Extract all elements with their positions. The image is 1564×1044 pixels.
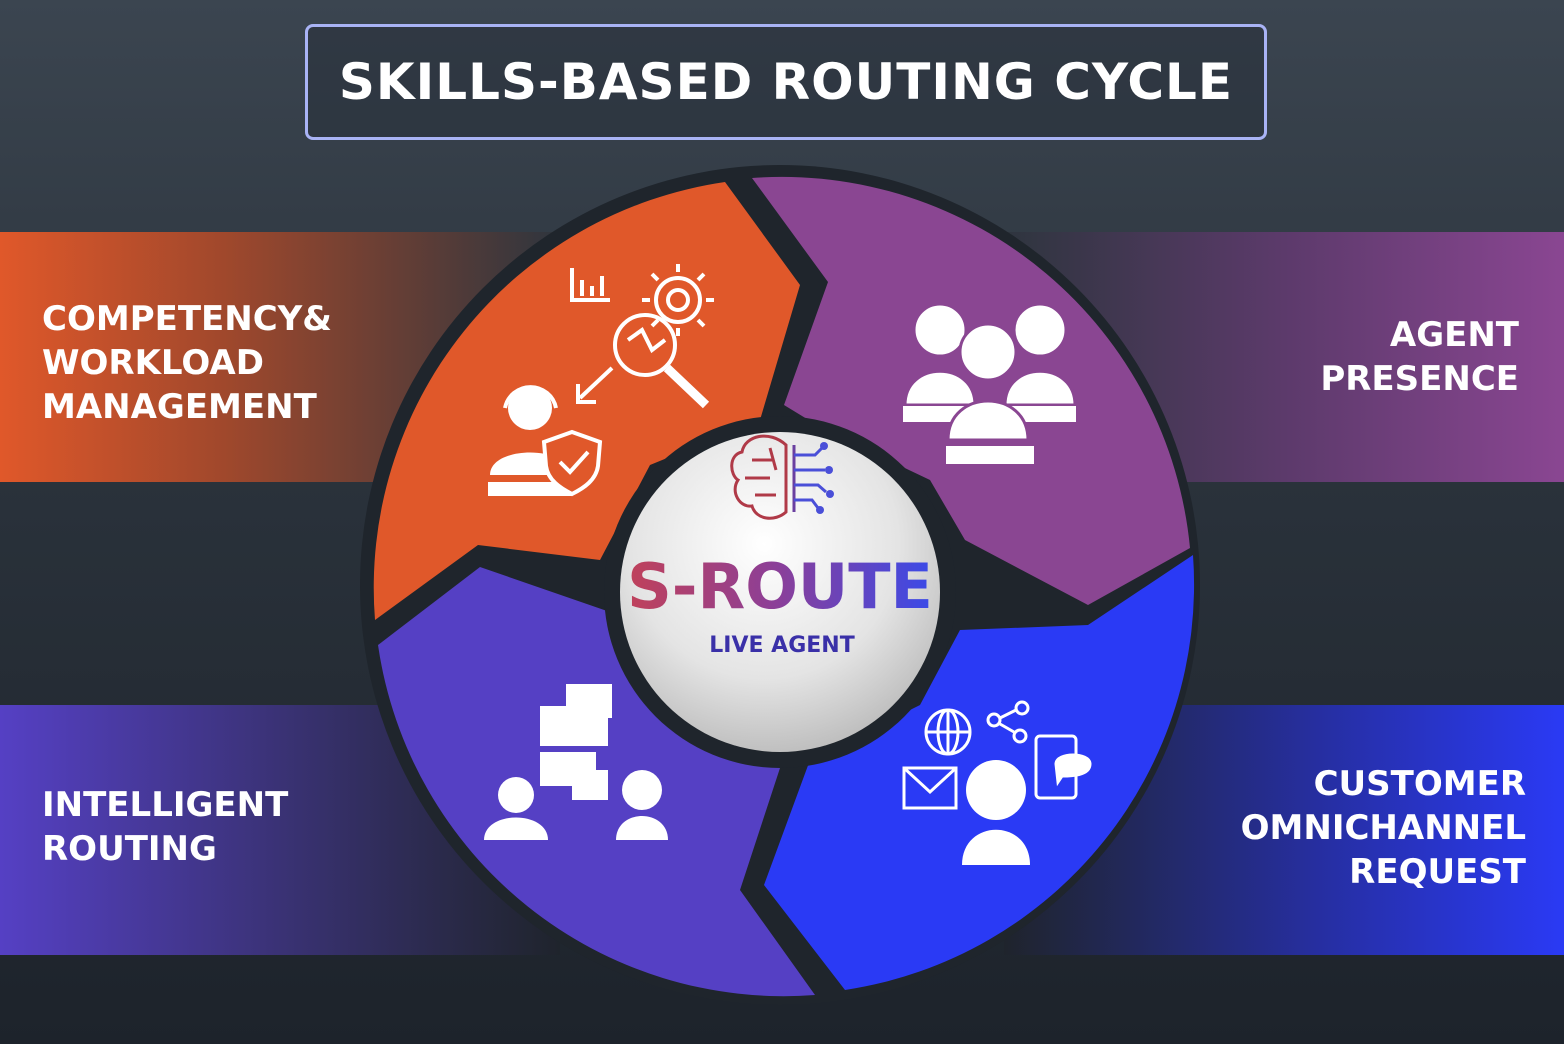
gear-icon bbox=[642, 264, 714, 336]
page-title: SKILLS-BASED ROUTING CYCLE bbox=[338, 53, 1234, 111]
arrow-icon bbox=[576, 366, 614, 404]
label-intelligent-routing: INTELLIGENT ROUTING bbox=[42, 785, 289, 869]
email-icon bbox=[902, 766, 958, 810]
bar-chart-icon bbox=[570, 268, 610, 302]
magnifier-icon bbox=[613, 313, 710, 409]
label-competency-workload: COMPETENCY& WORKLOAD MANAGEMENT bbox=[42, 299, 332, 427]
agent-team-icon bbox=[903, 302, 1077, 464]
globe-icon bbox=[924, 708, 972, 756]
smartphone-chat-icon bbox=[1034, 734, 1092, 800]
brain-circuit-icon bbox=[730, 434, 834, 520]
agent-headset-icon bbox=[484, 777, 548, 840]
title-box: SKILLS-BASED ROUTING CYCLE bbox=[305, 24, 1267, 140]
logo-subtitle: LIVE AGENT bbox=[709, 633, 854, 658]
hub-disc bbox=[620, 432, 940, 752]
label-customer-omnichannel: CUSTOMER OMNICHANNEL REQUEST bbox=[1240, 764, 1526, 892]
label-agent-presence: AGENT PRESENCE bbox=[1320, 315, 1519, 399]
logo-text: S-ROUTE bbox=[627, 550, 933, 623]
chat-documents-icon bbox=[540, 684, 612, 800]
customer-icon bbox=[616, 770, 668, 840]
agent-headset-icon bbox=[488, 385, 572, 496]
customer-icon bbox=[962, 760, 1030, 865]
shield-check-icon bbox=[541, 429, 603, 497]
share-icon bbox=[986, 700, 1030, 744]
